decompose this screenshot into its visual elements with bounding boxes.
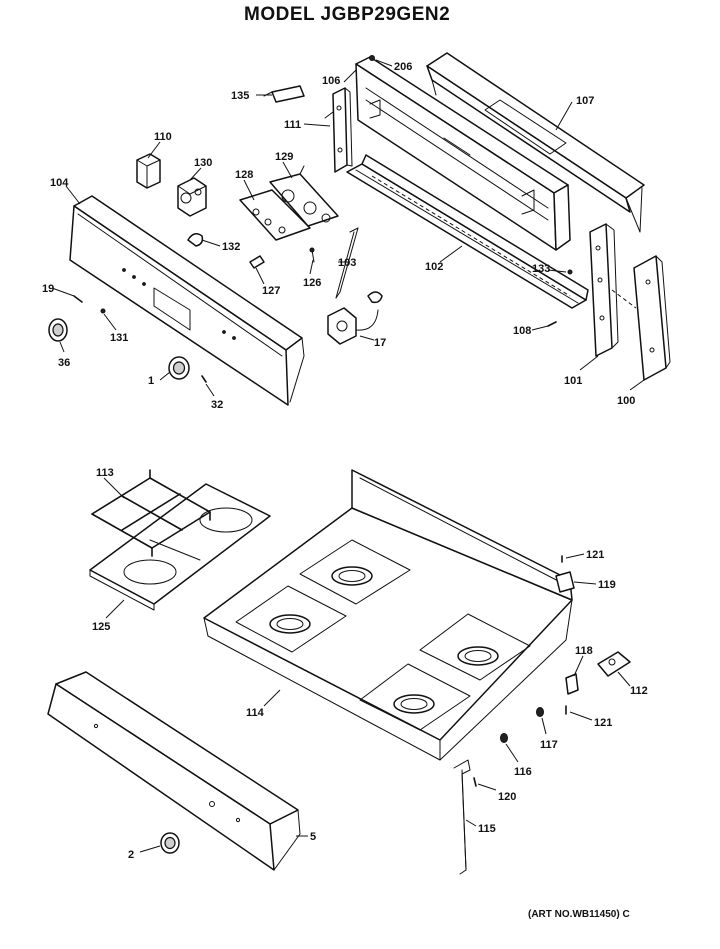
label-113: 113 <box>96 467 114 479</box>
label-132: 132 <box>222 241 240 253</box>
label-5: 5 <box>310 831 316 843</box>
part-119-bracket <box>555 571 575 593</box>
label-206: 206 <box>394 61 412 73</box>
part-107-top-cover <box>426 52 645 233</box>
leader-lines <box>51 59 645 853</box>
part-135-handle <box>263 85 305 103</box>
part-labels: 206 135 106 107 111 110 130 129 128 104 … <box>42 61 648 861</box>
label-110: 110 <box>154 131 172 143</box>
label-119: 119 <box>598 579 616 591</box>
label-128: 128 <box>235 169 253 181</box>
part-1-knob <box>168 356 190 380</box>
label-121-top: 121 <box>586 549 604 561</box>
part-104-control-panel <box>69 195 305 406</box>
art-number: (ART NO.WB11450) C <box>528 909 630 920</box>
label-114: 114 <box>246 707 265 719</box>
part-108-screw <box>547 321 557 327</box>
label-127: 127 <box>262 285 280 297</box>
label-101: 101 <box>564 375 582 387</box>
part-100-end-cap <box>633 255 671 381</box>
part-113-grates <box>91 469 211 557</box>
part-101-side-bracket <box>589 223 619 357</box>
part-102-rail <box>346 154 589 309</box>
part-125-grate <box>89 483 271 611</box>
label-125: 125 <box>92 621 110 633</box>
part-132-clip <box>187 233 204 247</box>
part-2-knob <box>160 832 180 854</box>
part-111-side-bracket <box>324 87 353 173</box>
part-127-126-fasteners <box>249 247 315 269</box>
part-36-knob <box>48 318 68 342</box>
label-126: 126 <box>303 277 321 289</box>
part-130-timer <box>177 177 207 217</box>
label-116: 116 <box>514 766 532 778</box>
label-104: 104 <box>50 177 69 189</box>
label-103: 103 <box>338 257 356 269</box>
part-120-screw <box>473 777 477 787</box>
label-129: 129 <box>275 151 293 163</box>
label-133: 133 <box>532 263 550 275</box>
part-115-tube <box>453 759 471 875</box>
label-106: 106 <box>322 75 340 87</box>
label-121-bottom: 121 <box>594 717 612 729</box>
part-116-grommet <box>500 733 508 743</box>
part-110-small-box <box>136 153 161 189</box>
part-131-screw <box>100 308 106 314</box>
part-114-cooktop <box>203 469 573 761</box>
part-206-screw <box>369 55 375 61</box>
part-5-lower-panel <box>47 671 301 871</box>
part-112-valve <box>597 651 631 677</box>
diagram-title: MODEL JGBP29GEN2 <box>244 4 451 25</box>
part-118-clip <box>565 673 579 695</box>
part-32-screw <box>201 375 207 383</box>
label-102: 102 <box>425 261 443 273</box>
part-17-switch <box>327 291 383 345</box>
part-106-backguard <box>355 56 571 251</box>
label-108: 108 <box>513 325 531 337</box>
label-135: 135 <box>231 90 249 102</box>
label-120: 120 <box>498 791 516 803</box>
label-36: 36 <box>58 357 70 369</box>
label-130: 130 <box>194 157 212 169</box>
part-133-screw <box>567 269 573 275</box>
label-100: 100 <box>617 395 635 407</box>
label-112: 112 <box>630 685 648 697</box>
label-115: 115 <box>478 823 496 835</box>
label-1: 1 <box>148 375 154 387</box>
part-103-wire <box>335 227 359 299</box>
part-128-129-clock <box>239 165 339 241</box>
label-32: 32 <box>211 399 223 411</box>
label-118: 118 <box>575 645 593 657</box>
label-19: 19 <box>42 283 54 295</box>
part-19-screw <box>73 295 83 303</box>
part-117-grommet <box>536 707 544 717</box>
label-111: 111 <box>284 119 301 131</box>
label-107: 107 <box>576 95 594 107</box>
label-131: 131 <box>110 332 128 344</box>
label-17: 17 <box>374 337 386 349</box>
label-2: 2 <box>128 849 134 861</box>
label-117: 117 <box>540 739 558 751</box>
